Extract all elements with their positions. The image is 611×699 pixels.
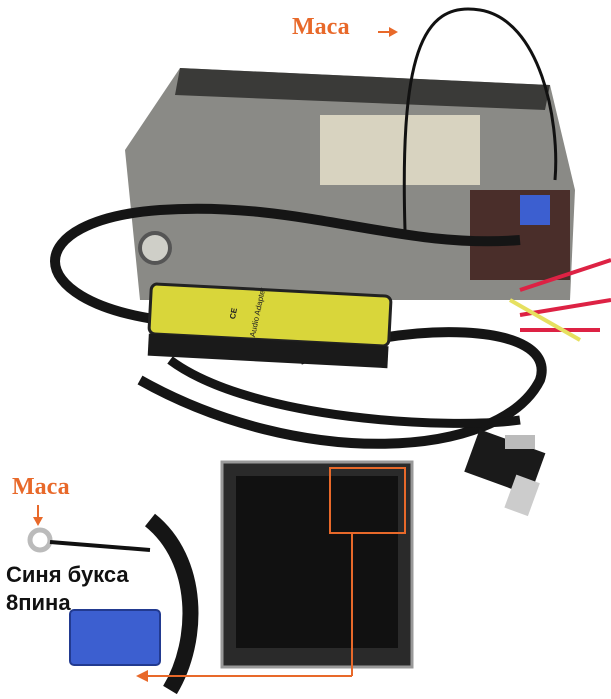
radio-sticker — [320, 115, 480, 185]
antenna-socket — [138, 231, 172, 265]
ring-terminal — [27, 527, 53, 553]
ground-label-top: Маса — [292, 14, 350, 40]
ground-label-left: Маса — [12, 474, 70, 500]
audio-jack — [505, 435, 535, 449]
arrow-left-icon — [136, 670, 148, 682]
blue-8pin-connector — [69, 609, 161, 666]
connector-label-line2: 8пина — [6, 590, 71, 615]
connector-label-line1: Синя букса — [6, 562, 129, 587]
arrow-down-icon — [33, 517, 43, 526]
arrow-right-icon — [389, 27, 398, 37]
